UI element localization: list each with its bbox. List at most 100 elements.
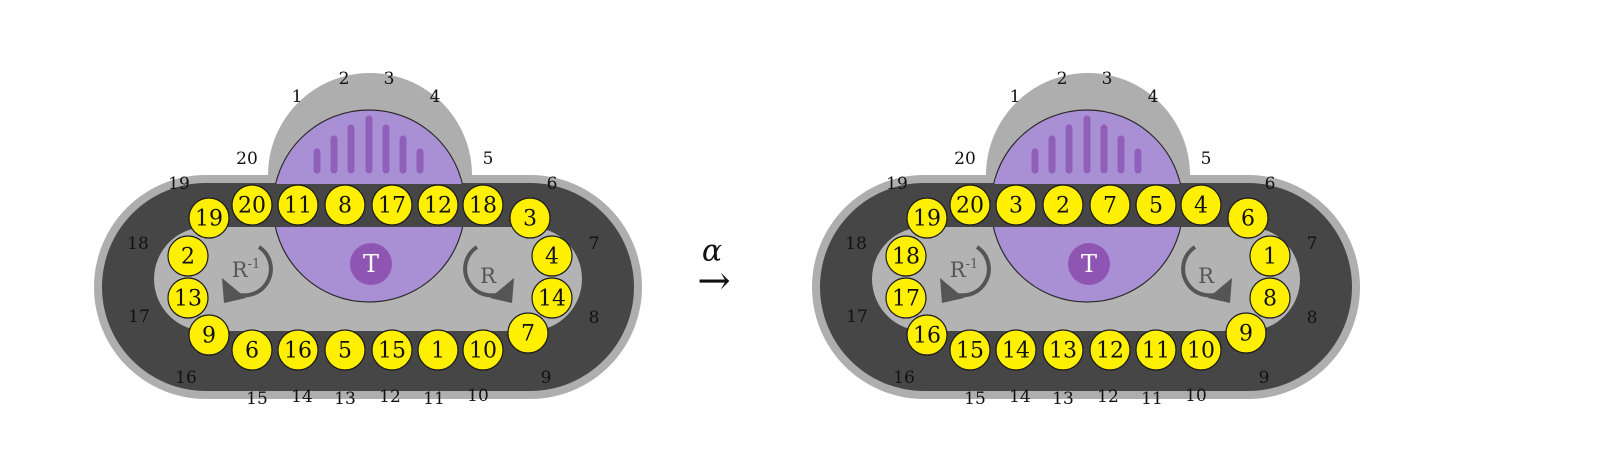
disk-11: 1	[417, 329, 459, 371]
disk-circle	[1135, 329, 1177, 371]
position-label-7: 7	[1307, 234, 1318, 254]
disk-circle	[531, 235, 573, 277]
position-label-3: 3	[1102, 69, 1113, 89]
disk-14: 16	[277, 329, 319, 371]
position-label-1: 1	[1010, 87, 1021, 107]
position-label-20: 20	[954, 149, 976, 169]
operation-arrow-icon: →	[697, 258, 731, 304]
position-label-18: 18	[845, 234, 867, 254]
disk-15: 6	[231, 329, 273, 371]
disk-circle	[1180, 184, 1222, 226]
disk-number: 4	[545, 245, 559, 270]
position-label-6: 6	[1265, 174, 1276, 194]
disk-circle	[371, 184, 413, 226]
disk-number: 19	[913, 207, 941, 232]
disk-circle	[995, 184, 1037, 226]
disk-circle	[949, 329, 991, 371]
disk-number: 7	[521, 322, 535, 347]
rotate-clockwise-arrowhead-icon	[490, 278, 514, 303]
disk-number: 20	[238, 194, 266, 219]
position-label-5: 5	[1201, 149, 1212, 169]
position-label-9: 9	[1259, 368, 1270, 388]
disk-number: 9	[1239, 322, 1253, 347]
turntable-center	[350, 243, 392, 285]
rotate-clockwise-arrowhead-icon	[1208, 278, 1232, 303]
disk-number: 1	[431, 339, 445, 364]
left-rotation-superscript: -1	[248, 257, 261, 272]
disk-circle	[949, 184, 991, 226]
position-label-19: 19	[886, 174, 908, 194]
position-label-17: 17	[846, 307, 868, 327]
disk-10: 10	[1180, 329, 1222, 371]
position-label-12: 12	[1097, 387, 1119, 407]
position-label-18: 18	[127, 234, 149, 254]
position-label-15: 15	[964, 389, 986, 409]
disk-circle	[277, 184, 319, 226]
turntable-center	[1068, 243, 1110, 285]
disk-2: 8	[324, 184, 366, 226]
disk-circle	[231, 329, 273, 371]
disk-number: 12	[1096, 339, 1124, 364]
disk-7: 1	[1249, 235, 1291, 277]
position-label-5: 5	[483, 149, 494, 169]
disk-number: 8	[1263, 287, 1277, 312]
disk-5: 4	[1180, 184, 1222, 226]
rotate-counterclockwise-arrowhead-icon	[940, 278, 964, 303]
disk-circle	[1042, 329, 1084, 371]
left-rotation-label: R-1	[232, 257, 260, 282]
disk-9: 7	[507, 312, 549, 354]
disk-circle	[1089, 184, 1131, 226]
disk-15: 15	[949, 329, 991, 371]
disk-circle	[231, 184, 273, 226]
position-label-19: 19	[168, 174, 190, 194]
position-label-7: 7	[589, 234, 600, 254]
disk-number: 17	[892, 287, 920, 312]
disk-number: 11	[284, 194, 312, 219]
turntable-label: T	[1081, 250, 1097, 278]
position-label-1: 1	[292, 87, 303, 107]
disk-number: 10	[469, 339, 497, 364]
disk-11: 11	[1135, 329, 1177, 371]
disk-14: 14	[995, 329, 1037, 371]
disk-number: 2	[181, 245, 195, 270]
disk-4: 12	[417, 184, 459, 226]
disk-circle	[1180, 329, 1222, 371]
disk-8: 14	[531, 277, 573, 319]
disk-2: 2	[1042, 184, 1084, 226]
disk-number: 20	[956, 194, 984, 219]
disk-19: 19	[906, 197, 948, 239]
disk-circle	[167, 277, 209, 319]
disk-number: 16	[913, 324, 941, 349]
disk-number: 18	[469, 194, 497, 219]
position-label-16: 16	[893, 368, 915, 388]
position-label-4: 4	[1148, 87, 1159, 107]
disk-number: 5	[338, 339, 352, 364]
disk-6: 3	[509, 197, 551, 239]
disk-circle	[417, 329, 459, 371]
disk-number: 19	[195, 207, 223, 232]
disk-7: 4	[531, 235, 573, 277]
disk-5: 18	[462, 184, 504, 226]
disk-19: 19	[188, 197, 230, 239]
disk-number: 6	[245, 339, 259, 364]
disk-1: 3	[995, 184, 1037, 226]
disk-circle	[1249, 277, 1291, 319]
disk-circle	[906, 197, 948, 239]
disk-number: 16	[284, 339, 312, 364]
disk-4: 5	[1135, 184, 1177, 226]
disk-circle	[906, 314, 948, 356]
disk-number: 7	[1103, 194, 1117, 219]
position-label-14: 14	[291, 387, 313, 407]
position-label-13: 13	[1052, 389, 1074, 409]
turntable-label: T	[363, 250, 379, 278]
disk-circle	[1135, 184, 1177, 226]
disk-number: 4	[1194, 194, 1208, 219]
position-label-3: 3	[384, 69, 395, 89]
disk-circle	[1225, 312, 1267, 354]
position-label-9: 9	[541, 368, 552, 388]
position-label-10: 10	[1185, 386, 1207, 406]
disk-circle	[277, 329, 319, 371]
